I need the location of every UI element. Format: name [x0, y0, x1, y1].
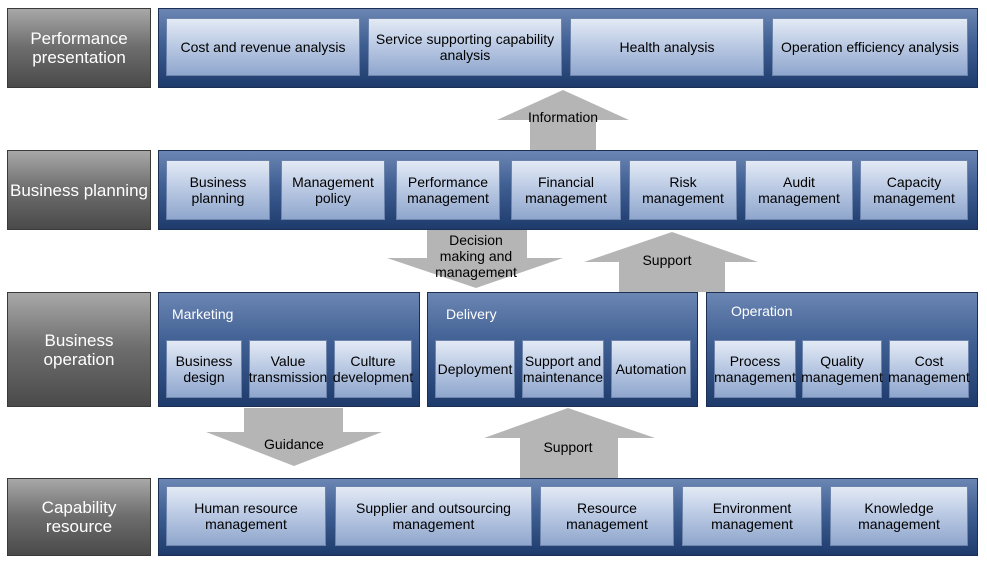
delivery-title: Delivery [446, 306, 497, 322]
cell-performance-0: Cost and revenue analysis [166, 18, 360, 76]
marketing-title: Marketing [172, 306, 234, 322]
cell-performance-3: Operation efficiency analysis [772, 18, 968, 76]
layer-label-capability: Capability resource [7, 478, 151, 556]
cell-planning-4: Risk management [629, 160, 737, 220]
layer-label-planning: Business planning [7, 150, 151, 230]
cell-marketing-1: Value transmission [249, 340, 327, 398]
guidance-label: Guidance [264, 436, 324, 452]
decision-label: Decision making and management [435, 232, 517, 280]
cell-marketing-0: Business design [166, 340, 242, 398]
cell-capability-2: Resource management [540, 486, 674, 546]
cell-capability-1: Supplier and outsourcing management [335, 486, 532, 546]
decision-arrow [387, 230, 563, 288]
operation-title: Operation [731, 303, 793, 319]
support-lower-arrow [484, 408, 655, 478]
cell-planning-5: Audit management [745, 160, 853, 220]
support-upper-label: Support [642, 252, 692, 268]
layer-label-operation: Business operation [7, 292, 151, 407]
cell-capability-0: Human resource management [166, 486, 326, 546]
cell-planning-6: Capacity management [860, 160, 968, 220]
layer-label-performance: Performance presentation [7, 8, 151, 88]
cell-capability-3: Environment management [682, 486, 822, 546]
cell-operation-1: Quality management [801, 340, 883, 398]
cell-planning-3: Financial management [511, 160, 621, 220]
cell-capability-4: Knowledge management [830, 486, 968, 546]
cell-delivery-2: Automation [611, 340, 691, 398]
cell-performance-1: Service supporting capability analysis [368, 18, 562, 76]
support-upper-arrow [584, 232, 758, 292]
cell-planning-2: Performance management [396, 160, 500, 220]
cell-planning-0: Business planning [166, 160, 270, 220]
cell-operation-0: Process management [714, 340, 796, 398]
information-label: Information [527, 109, 599, 125]
cell-planning-1: Management policy [281, 160, 385, 220]
guidance-arrow [206, 408, 382, 466]
cell-operation-2: Cost management [888, 340, 970, 398]
support-lower-label: Support [543, 439, 593, 455]
information-arrow [497, 90, 629, 150]
cell-performance-2: Health analysis [570, 18, 764, 76]
cell-delivery-0: Deployment [435, 340, 515, 398]
cell-delivery-1: Support and maintenance [522, 340, 604, 398]
cell-marketing-2: Culture development [333, 340, 413, 398]
